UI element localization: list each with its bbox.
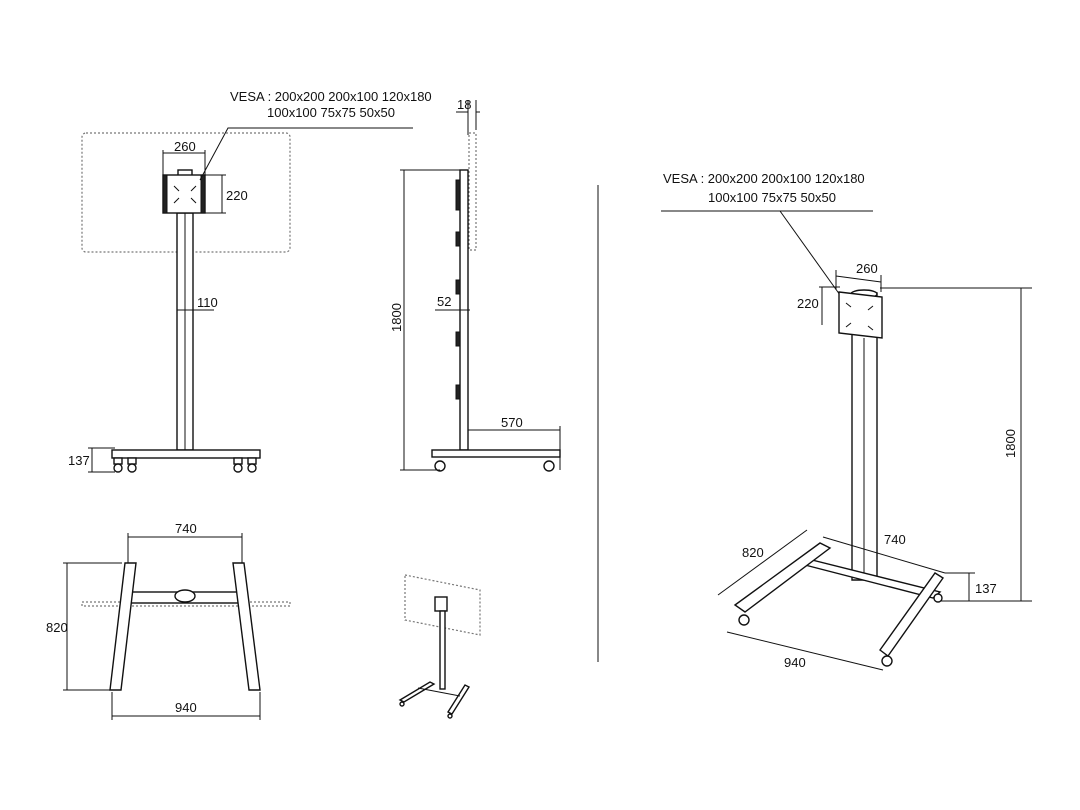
vesa-mount	[838, 291, 883, 339]
right-leg	[232, 562, 261, 691]
dim-base-height: 137	[68, 453, 90, 468]
front-view: 260 220 110 137 VESA : 200x200 200x100 1…	[68, 89, 432, 473]
screen-outline	[468, 132, 477, 251]
small-iso-view	[398, 574, 481, 719]
screen-outline	[404, 574, 481, 636]
iso-dim-outer-width: 940	[784, 655, 806, 670]
right-leg	[879, 572, 944, 657]
dim-inner-width: 740	[175, 521, 197, 536]
base	[431, 449, 561, 458]
dim-depth: 820	[46, 620, 68, 635]
iso-vesa-line-2: 100x100 75x75 50x50	[708, 190, 836, 205]
dim-mount-width: 260	[174, 139, 196, 154]
left-leg	[733, 542, 832, 613]
side-view: 1800 18 52 570	[389, 97, 561, 472]
iso-dim-depth: 820	[742, 545, 764, 560]
iso-dim-inner-width: 740	[884, 532, 906, 547]
dim-screen-depth: 18	[457, 97, 471, 112]
vesa-line-1: VESA : 200x200 200x100 120x180	[230, 89, 432, 104]
iso-dim-mount-width: 260	[856, 261, 878, 276]
dim-outer-width: 940	[175, 700, 197, 715]
iso-dim-base-height: 137	[975, 581, 997, 596]
iso-view: VESA : 200x200 200x100 120x180 100x100 7…	[661, 171, 1032, 671]
top-view: 740 820 940	[46, 521, 291, 720]
left-leg	[109, 562, 137, 691]
casters	[113, 457, 257, 473]
vesa-line-2: 100x100 75x75 50x50	[267, 105, 395, 120]
base-bar	[111, 449, 261, 459]
vesa-mount	[162, 174, 206, 214]
screen-outline	[81, 132, 291, 253]
dim-mount-height: 220	[226, 188, 248, 203]
dim-mount-offset: 52	[437, 294, 451, 309]
dim-height: 1800	[389, 303, 404, 332]
dim-pole-width: 110	[197, 295, 218, 310]
dim-base-depth: 570	[501, 415, 523, 430]
iso-dim-mount-height: 220	[797, 296, 819, 311]
iso-dim-height: 1800	[1003, 429, 1018, 458]
iso-vesa-line-1: VESA : 200x200 200x100 120x180	[663, 171, 865, 186]
